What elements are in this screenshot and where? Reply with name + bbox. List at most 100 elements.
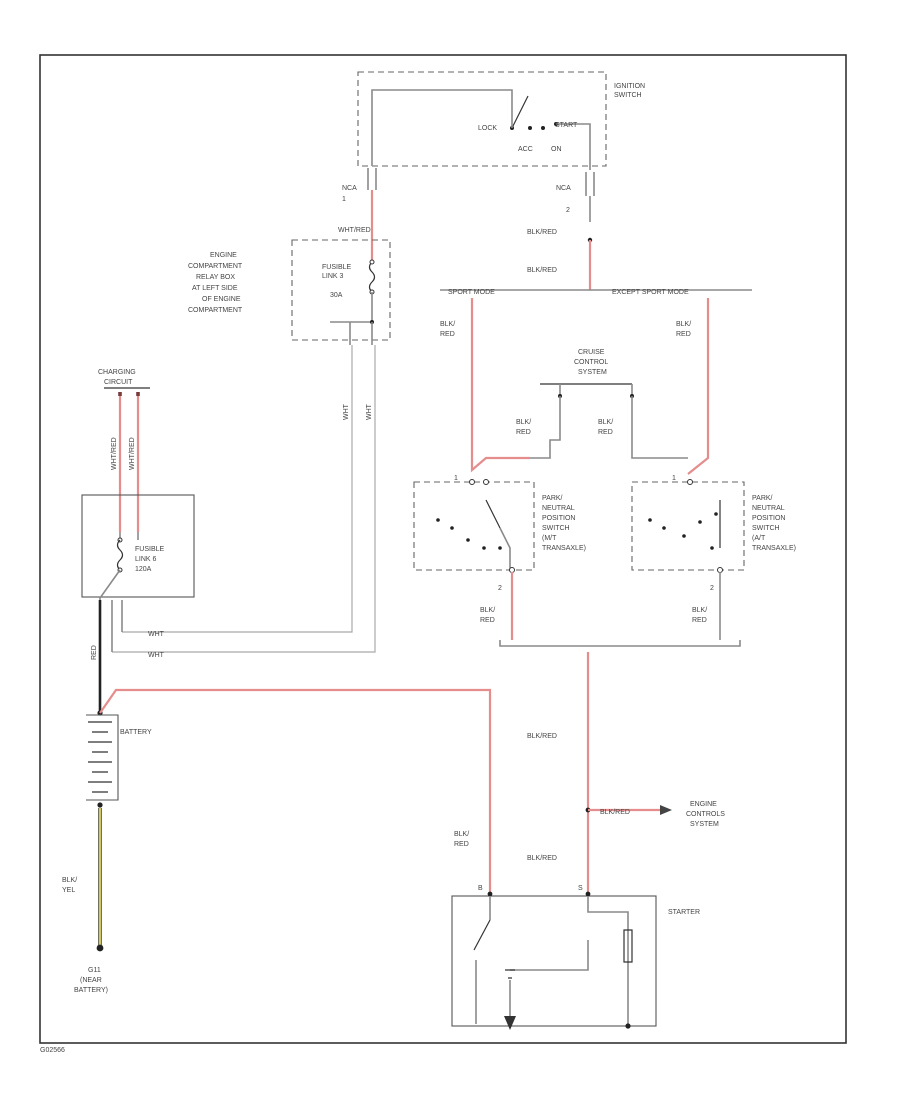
- fusible-link-3-label-3: 30A: [330, 292, 343, 299]
- blk-red-cruise-left-1: BLK/: [516, 419, 531, 426]
- pn-mt-label-6: TRANSAXLE): [542, 545, 586, 552]
- wire-wht-2: [112, 345, 376, 653]
- engine-control-label-2: CONTROLS: [686, 811, 725, 818]
- relay-box-label-5: OF ENGINE: [202, 296, 241, 303]
- blk-red-cruise-right-1: BLK/: [598, 419, 613, 426]
- blk-red-label-1: BLK/RED: [527, 229, 557, 236]
- pn-at-label-6: TRANSAXLE): [752, 545, 796, 552]
- blk-red-pn-left-2: RED: [480, 617, 495, 624]
- nca-right-connector: [585, 172, 595, 196]
- pin-2-right: 2: [710, 585, 714, 592]
- cruise-control-system: CRUISE CONTROL SYSTEM BLK/ RED BLK/ RED: [516, 349, 688, 459]
- charging-circuit-label-1: CHARGING: [98, 369, 136, 376]
- relay-box-outline: [291, 239, 391, 341]
- pn-at-label-5: (A/T: [752, 535, 766, 542]
- battery-symbol: [88, 721, 112, 793]
- cruise-label-2: CONTROL: [574, 359, 608, 366]
- on-label: ON: [551, 146, 562, 153]
- pn-at-label-2: NEUTRAL: [752, 505, 785, 512]
- ignition-switch-box: [357, 71, 607, 167]
- relay-box-label-1: ENGINE: [210, 252, 237, 259]
- cruise-label-3: SYSTEM: [578, 369, 607, 376]
- wht-vertical-label-2: WHT: [366, 403, 373, 420]
- blk-red-pn-right-1: BLK/: [692, 607, 707, 614]
- pin-1-right: 1: [672, 475, 676, 482]
- blk-red-engine-label: BLK/RED: [600, 809, 630, 816]
- pn-output-bus: [499, 640, 741, 647]
- pin-1-left: 1: [454, 475, 458, 482]
- wht-red-charging-label-2: WHT/RED: [129, 437, 136, 470]
- blk-red-label-2: BLK/RED: [527, 267, 557, 274]
- relay-box-label-6: COMPARTMENT: [188, 307, 243, 314]
- battery: BATTERY: [86, 710, 152, 808]
- nca-left-label: NCA: [342, 185, 357, 192]
- starter-box: [451, 895, 657, 1027]
- starter-switch: [473, 919, 491, 951]
- blk-yel-label-2: YEL: [62, 887, 75, 894]
- pn-mt-label-3: POSITION: [542, 515, 575, 522]
- wht-vertical-label-1: WHT: [343, 403, 350, 420]
- engine-compartment-relay-box: FUSIBLE LINK 3 30A: [291, 239, 391, 345]
- relay-box-label-2: COMPARTMENT: [188, 263, 243, 270]
- pn-mt-label-2: NEUTRAL: [542, 505, 575, 512]
- blk-red-main-label: BLK/RED: [527, 733, 557, 740]
- blk-red-starter-label-1: BLK/: [454, 831, 469, 838]
- engine-control-arrow: [660, 805, 672, 815]
- figure-code: G02566: [40, 1047, 65, 1054]
- ignition-switch: IGNITION SWITCH LOCK START ACC ON: [357, 71, 645, 170]
- wire-cruise-left: [530, 396, 561, 459]
- ground-label-3: BATTERY): [74, 987, 108, 994]
- wht-red-label: WHT/RED: [338, 227, 371, 234]
- pn-mt-label-4: SWITCH: [542, 525, 570, 532]
- ignition-switch-label-2: SWITCH: [614, 92, 642, 99]
- sport-mode-label: SPORT MODE: [448, 289, 495, 296]
- fusible-link-6: FUSIBLE LINK 6 120A: [81, 494, 195, 700]
- ignition-wire-left: [371, 89, 513, 166]
- wire-battery-to-starter: [99, 688, 492, 892]
- battery-label: BATTERY: [120, 729, 152, 736]
- wht-horizontal-label-2: WHT: [148, 652, 165, 659]
- ignition-switch-label-1: IGNITION: [614, 83, 645, 90]
- blk-red-left-top-1: BLK/: [440, 321, 455, 328]
- nca-left-pin: 1: [342, 196, 346, 203]
- ignition-wire-right: [556, 123, 591, 170]
- wire-cruise-right: [631, 396, 688, 459]
- nca-right-pin: 2: [566, 207, 570, 214]
- fusible-link-3-symbol: [368, 261, 376, 293]
- fusible-link-3-label-1: FUSIBLE: [322, 264, 352, 271]
- pn-at-label-3: POSITION: [752, 515, 785, 522]
- charging-circuit-label-2: CIRCUIT: [104, 379, 133, 386]
- wire-except-sport-mode: [687, 298, 710, 475]
- starter-label: STARTER: [668, 909, 700, 916]
- engine-control-label-1: ENGINE: [690, 801, 717, 808]
- fusible-link-6-label-2: LINK 6: [135, 556, 157, 563]
- acc-label: ACC: [518, 146, 533, 153]
- blk-red-right-top-1: BLK/: [676, 321, 691, 328]
- starter-pin-s: S: [578, 885, 583, 892]
- starter-motor-symbol: [504, 1016, 516, 1030]
- blk-yel-label-1: BLK/: [62, 877, 77, 884]
- blk-red-main-label-2: BLK/RED: [527, 855, 557, 862]
- blk-red-left-top-2: RED: [440, 331, 455, 338]
- ground-point: [96, 944, 104, 952]
- diagram-frame: [39, 54, 847, 1044]
- wht-horizontal-label-1: WHT: [148, 631, 165, 638]
- start-label: START: [555, 122, 578, 129]
- blk-red-pn-left-1: BLK/: [480, 607, 495, 614]
- fusible-link-6-box: [81, 494, 195, 598]
- cruise-label-1: CRUISE: [578, 349, 605, 356]
- ignition-switch-contact: [511, 95, 529, 129]
- blk-red-right-top-2: RED: [676, 331, 691, 338]
- wire-sport-mode: [470, 298, 530, 473]
- pn-at-label-1: PARK/: [752, 495, 773, 502]
- relay-box-label-4: AT LEFT SIDE: [192, 285, 238, 292]
- pin-2-left: 2: [498, 585, 502, 592]
- wire-wht-1: [122, 345, 353, 633]
- blk-red-pn-right-2: RED: [692, 617, 707, 624]
- pn-switch-at-box: [631, 481, 745, 571]
- pn-switch-mt-box: [413, 481, 535, 571]
- starter-solenoid: [623, 929, 633, 963]
- engine-control-label-3: SYSTEM: [690, 821, 719, 828]
- park-neutral-switch-at: 1 PARK/ NEUTRAL POSITION SWITCH (A/T TRA…: [631, 475, 796, 592]
